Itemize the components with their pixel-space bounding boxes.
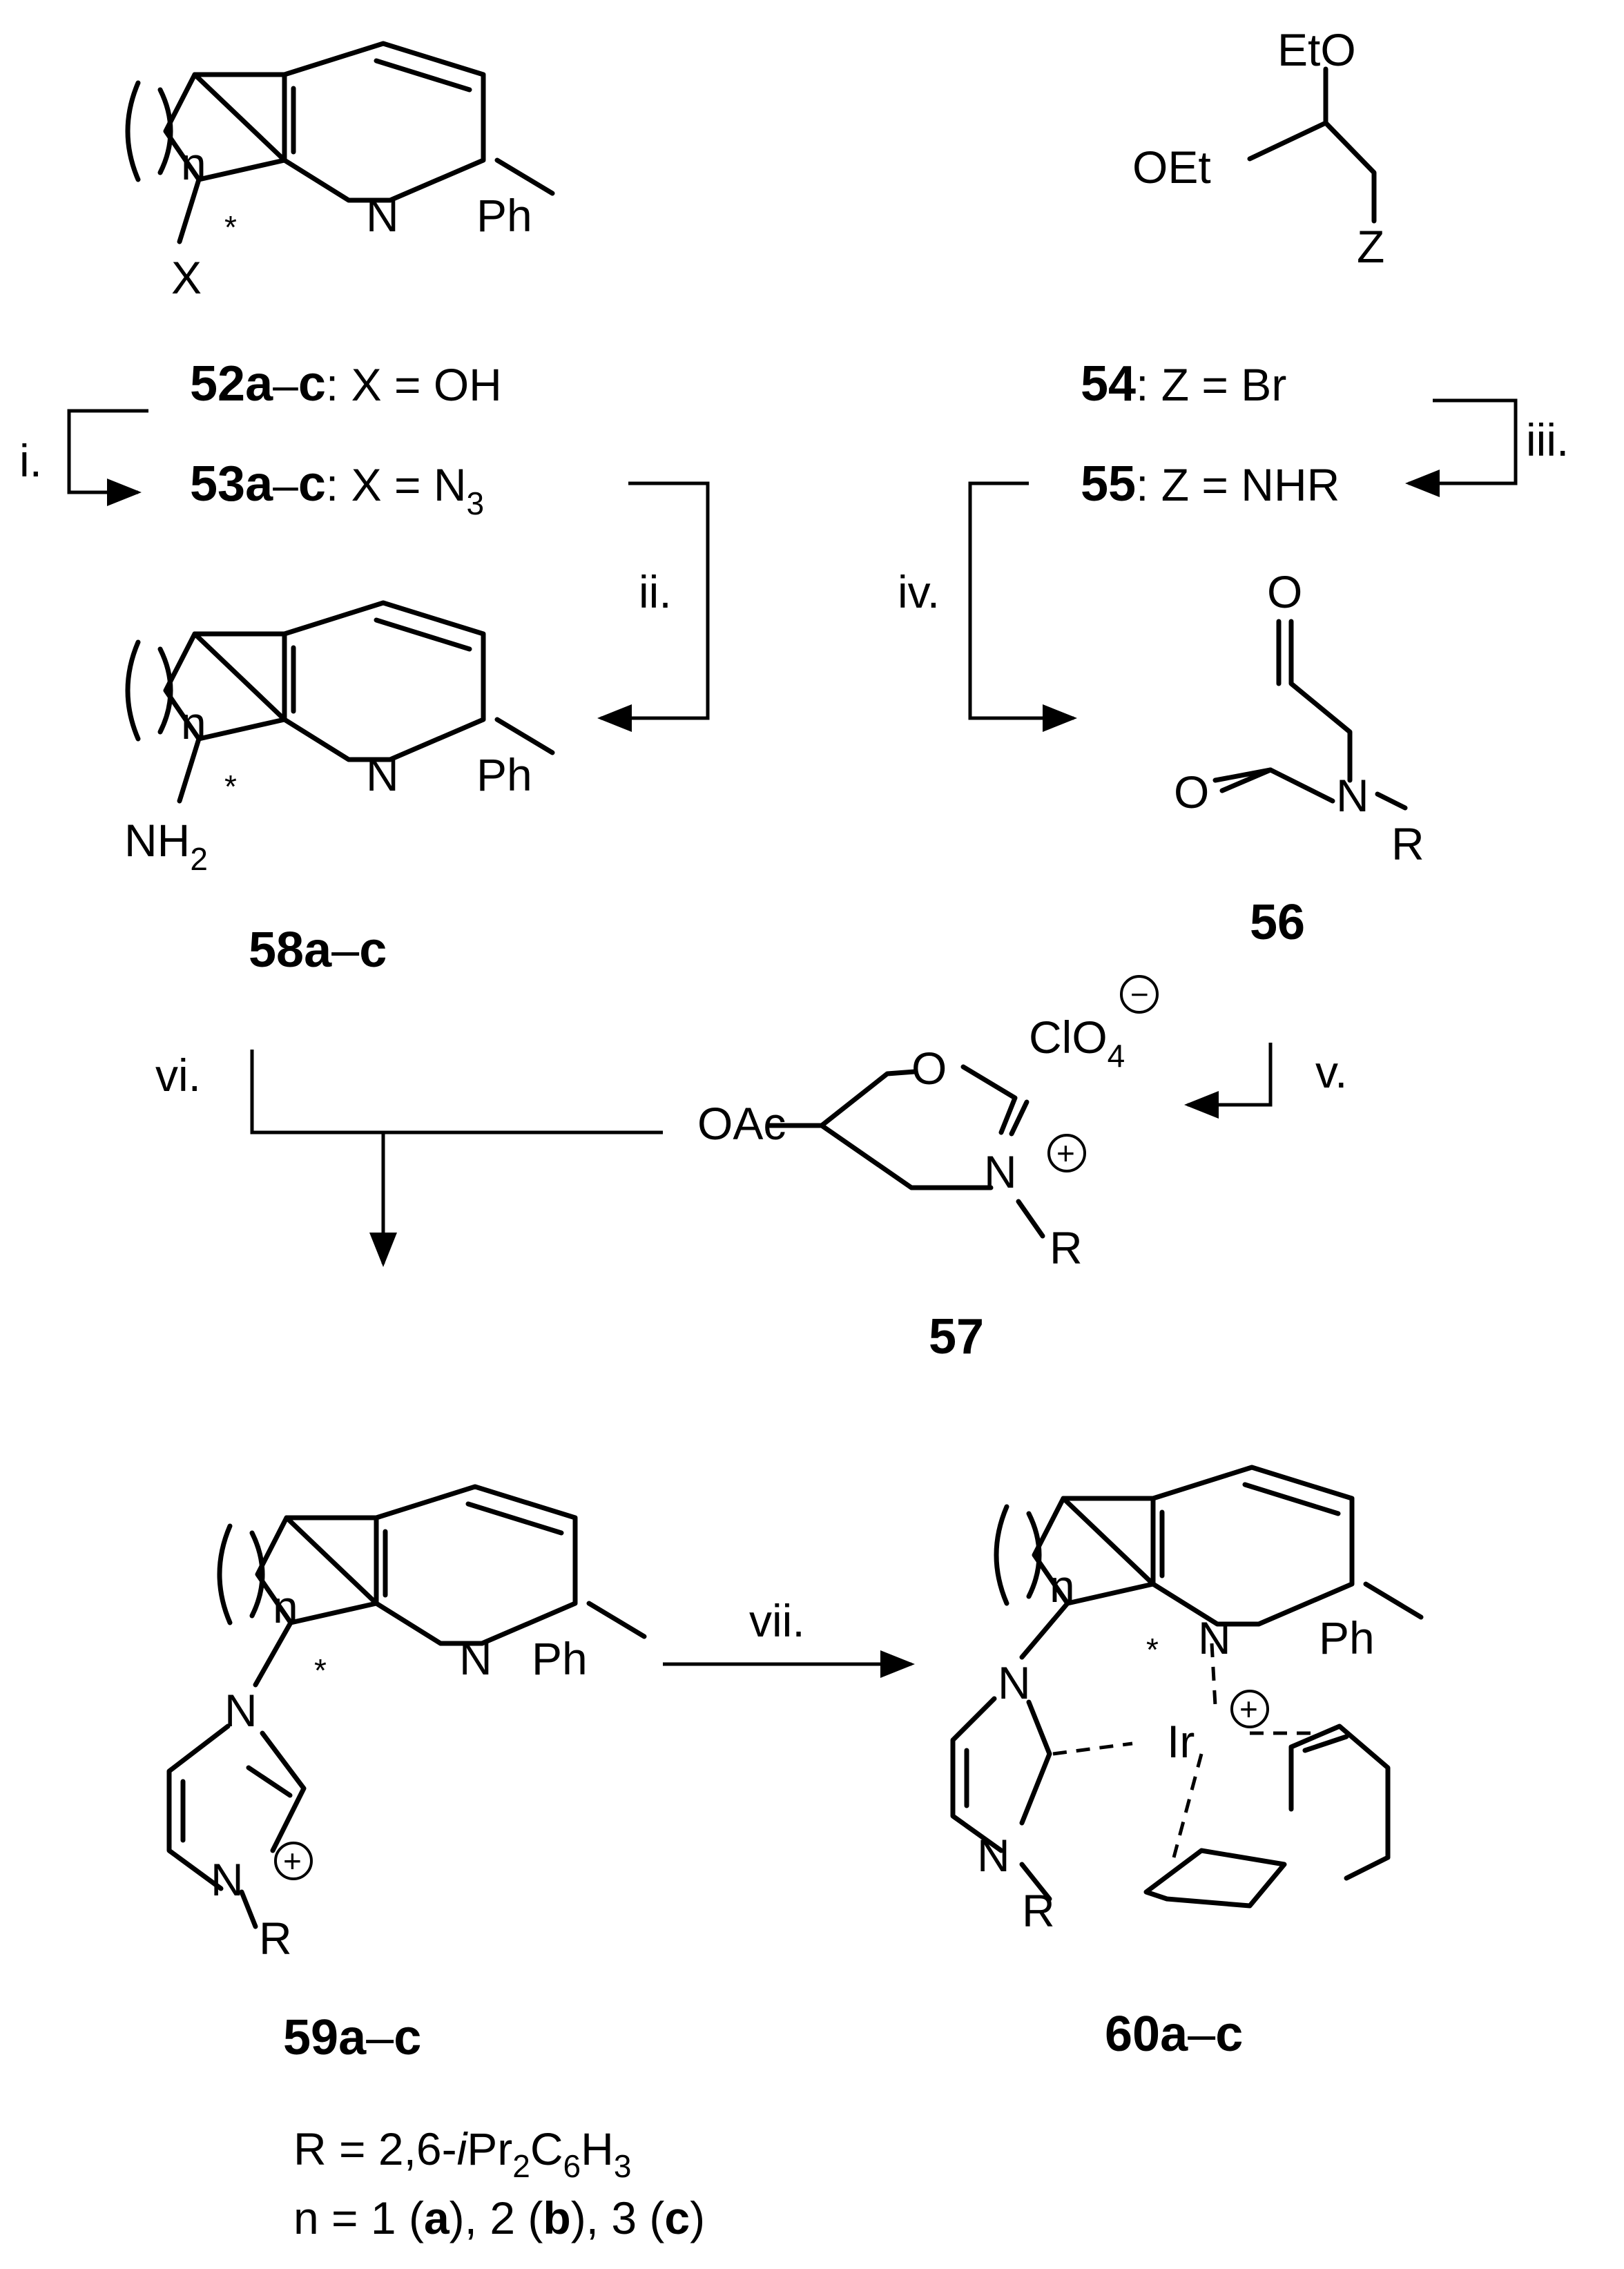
ring-size-n: n [181,138,206,189]
atom-n: N [998,1657,1031,1708]
atom-nh2: NH2 [124,815,208,877]
atom-oet: OEt [1132,142,1211,193]
stereocenter-star: * [224,209,237,245]
atom-ir: Ir [1167,1716,1195,1767]
atom-n: N [1198,1612,1231,1663]
atom-n: N [459,1633,492,1684]
positive-charge-icon [1230,1690,1269,1728]
atom-n: N [366,190,399,241]
footnote-n-definition: n = 1 (a), 2 (b), 3 (c) [293,2192,705,2243]
arrow-step-iv [968,481,1077,732]
atom-oac: OAc [697,1098,786,1149]
structure-57: O N + R OAc ClO4 − [697,975,1159,1273]
stereocenter-star: * [314,1652,327,1688]
label-52: 52a–c: X = OH [190,356,502,412]
structure-59: N Ph N N + R n * [166,1484,647,1964]
atom-n-plus: N [984,1146,1017,1197]
stereocenter-star: * [224,769,237,804]
atom-n: N [1336,770,1369,821]
structure-56: O O N R [1174,566,1424,869]
arrow-step-ii [597,481,710,732]
atom-r: R [1050,1222,1083,1273]
arrow-step-vi-line [250,1050,663,1257]
atom-clo4: ClO4 [1029,1012,1125,1074]
atom-z: Z [1357,221,1384,272]
charge-minus: − [1130,976,1149,1012]
atom-eto: EtO [1277,24,1356,75]
atom-r: R [259,1913,292,1964]
footnote-r-definition: R = 2,6-iPr2C6H3 [293,2123,631,2184]
ring-size-n: n [273,1581,298,1632]
atom-n: N [977,1830,1010,1881]
arrow-step-i [67,409,148,506]
structure-60: N Ph N N R Ir + n * [950,1465,1424,1936]
atom-ph: Ph [532,1633,588,1684]
atom-o: O [1267,566,1302,617]
atom-r: R [1022,1885,1055,1936]
negative-charge-icon [1120,975,1159,1014]
positive-charge-icon [274,1842,313,1880]
ring-size-n: n [181,697,206,749]
label-60: 60a–c [1105,2007,1243,2062]
step-ii: ii. [639,566,672,617]
atom-n: N [366,749,399,800]
positive-charge-icon [1047,1134,1086,1172]
atom-n: N [224,1685,258,1736]
label-55: 55: Z = NHR [1081,456,1340,512]
charge-plus: + [283,1843,302,1879]
label-58: 58a–c [249,923,387,978]
structure-58: N Ph NH2 n * [124,600,555,877]
arrow-step-iii [1405,398,1518,497]
arrow-step-v [1184,1043,1273,1119]
ring-size-n: n [1050,1561,1075,1612]
step-vi: vi. [155,1050,201,1101]
label-54: 54: Z = Br [1081,356,1286,412]
step-v: v. [1315,1046,1347,1097]
structure-54: EtO OEt Z [1132,24,1384,272]
charge-plus: + [1056,1135,1075,1171]
step-vii: vii. [749,1595,805,1646]
atom-o: O [1174,766,1209,818]
label-56: 56 [1250,895,1305,950]
atom-ph: Ph [476,749,532,800]
charge-plus: + [1239,1691,1258,1727]
atom-x: X [171,252,202,303]
structure-52: N Ph X n * [125,41,555,303]
atom-ph: Ph [1319,1612,1375,1663]
step-iv: iv. [898,566,940,617]
atom-r: R [1391,818,1424,869]
step-i: i. [19,435,42,486]
label-59: 59a–c [283,2010,421,2065]
atom-o: O [911,1043,947,1094]
atom-n-plus: N [211,1854,244,1905]
label-57: 57 [929,1309,984,1364]
label-53: 53a–c: X = N3 [190,456,484,521]
step-iii: iii. [1526,414,1569,465]
stereocenter-star: * [1146,1632,1159,1668]
atom-ph: Ph [476,190,532,241]
